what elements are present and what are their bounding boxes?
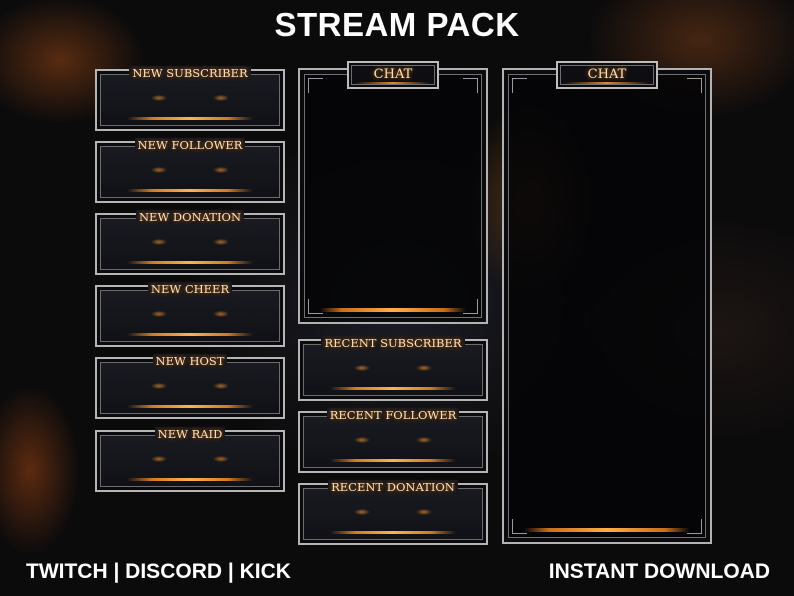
frame-corner (687, 519, 702, 534)
alert-label: NEW FOLLOWER (134, 138, 246, 152)
alert-accent-bar (127, 405, 253, 408)
alert-artwork (137, 165, 243, 175)
recent-follower: RECENT FOLLOWER (298, 408, 488, 473)
alert-accent-bar (127, 478, 253, 481)
alert-label: RECENT FOLLOWER (326, 408, 460, 422)
chat-header: CHAT (347, 61, 439, 89)
frame-corner (308, 78, 323, 93)
alert-label: NEW CHEER (147, 282, 233, 296)
alert-accent-bar (330, 459, 456, 462)
alert-label: NEW DONATION (135, 210, 245, 224)
chat-accent-bar (320, 308, 466, 312)
page-title: STREAM PACK (274, 6, 520, 43)
alert-label: RECENT DONATION (328, 480, 458, 494)
chat-header: CHAT (556, 61, 658, 89)
frame-corner (463, 78, 478, 93)
alert-accent-bar (127, 189, 253, 192)
alert-artwork (137, 237, 243, 247)
alert-new-host: NEW HOST (95, 354, 285, 419)
alert-new-donation: NEW DONATION (95, 210, 285, 275)
alert-accent-bar (330, 387, 456, 390)
alert-accent-bar (330, 531, 456, 534)
alert-new-cheer: NEW CHEER (95, 282, 285, 347)
chat-panel-large: CHAT (502, 61, 712, 544)
frame-corner (512, 519, 527, 534)
recent-subscriber: RECENT SUBSCRIBER (298, 336, 488, 401)
frame-corner (463, 299, 478, 314)
frame-corner (308, 299, 323, 314)
footer-platforms: TWITCH | DISCORD | KICK (26, 560, 291, 583)
frame-corner (687, 78, 702, 93)
alert-accent-bar (127, 261, 253, 264)
alert-artwork (340, 363, 446, 373)
alert-artwork (137, 454, 243, 464)
alert-artwork (137, 309, 243, 319)
alert-new-follower: NEW FOLLOWER (95, 138, 285, 203)
alert-new-raid: NEW RAID (95, 427, 285, 492)
alert-artwork (340, 435, 446, 445)
frame-corner (512, 78, 527, 93)
alert-accent-bar (127, 333, 253, 336)
chat-panel-small: CHAT (298, 61, 488, 324)
alert-label: NEW RAID (154, 427, 226, 441)
alert-label: RECENT SUBSCRIBER (321, 336, 465, 350)
footer-download: INSTANT DOWNLOAD (548, 560, 770, 583)
recent-donation: RECENT DONATION (298, 480, 488, 545)
alert-new-subscriber: NEW SUBSCRIBER (95, 66, 285, 131)
chat-accent-bar (524, 528, 690, 532)
alert-artwork (137, 381, 243, 391)
alert-accent-bar (127, 117, 253, 120)
alert-artwork (340, 507, 446, 517)
alert-label: NEW HOST (152, 354, 228, 368)
alert-artwork (137, 93, 243, 103)
alert-label: NEW SUBSCRIBER (129, 66, 251, 80)
